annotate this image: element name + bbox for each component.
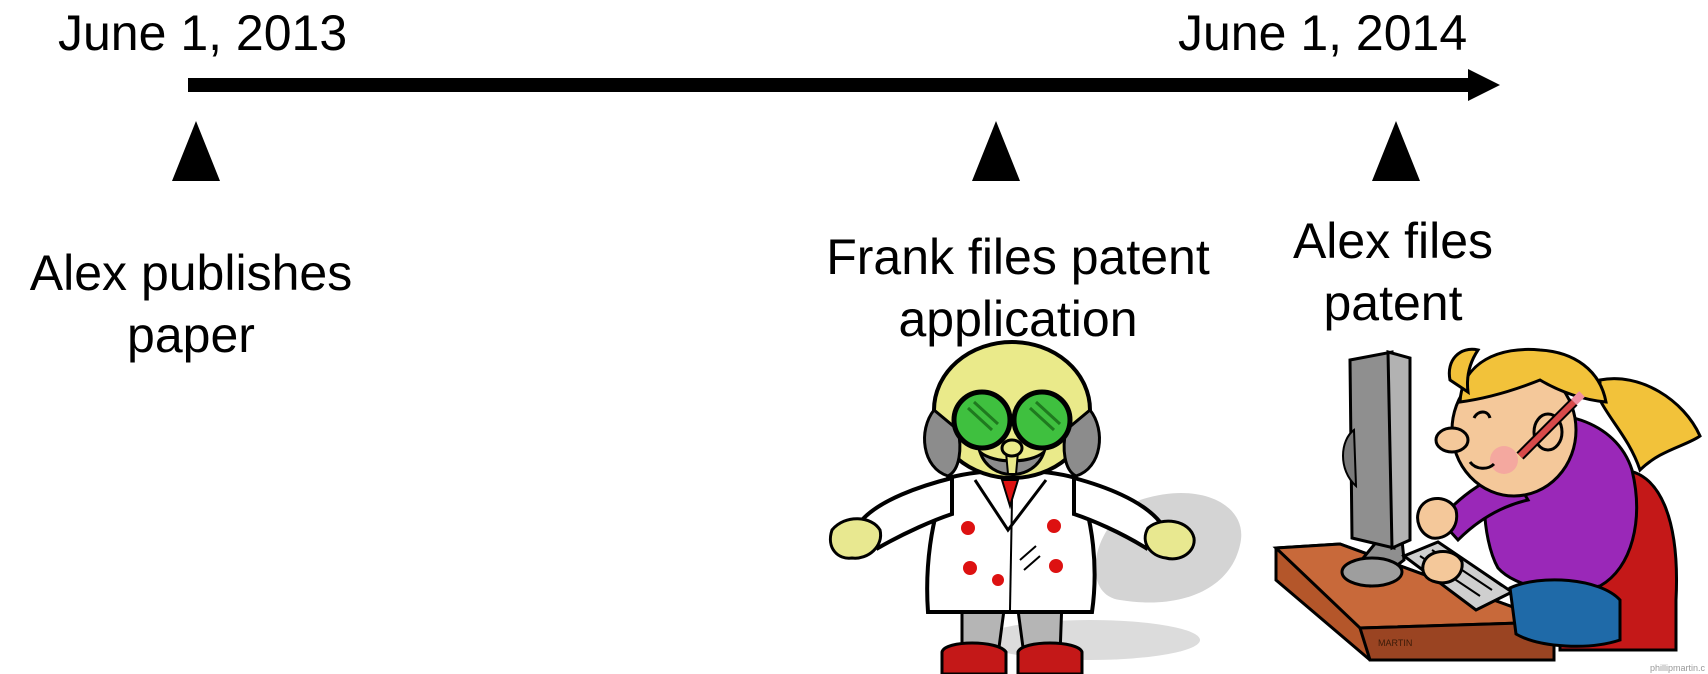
event-label-1-line1: Alex publishes [29, 245, 353, 301]
event-label-2-line1: Frank files patent [826, 229, 1210, 285]
alex-computer-illustration: MARTIN [1272, 347, 1702, 662]
event-label-2: Frank files patent application [808, 226, 1228, 350]
event-label-2-line2: application [898, 291, 1138, 347]
event-marker-1 [172, 121, 220, 181]
event-marker-3 [1372, 121, 1420, 181]
event-marker-2 [972, 121, 1020, 181]
timeline-end-date: June 1, 2014 [1178, 5, 1468, 61]
desk-label: MARTIN [1378, 638, 1412, 648]
event-label-1-line2: paper [127, 307, 255, 363]
watermark: phillipmartin.c [1650, 663, 1706, 673]
timeline-start-date: June 1, 2013 [58, 5, 348, 61]
scientist-illustration [829, 340, 1242, 674]
event-label-3: Alex files patent [1266, 210, 1520, 334]
timeline-arrowhead [1468, 69, 1500, 101]
event-label-3-line1: Alex files [1292, 213, 1494, 269]
event-label-1: Alex publishes paper [8, 242, 374, 366]
event-label-3-line2: patent [1323, 275, 1463, 331]
